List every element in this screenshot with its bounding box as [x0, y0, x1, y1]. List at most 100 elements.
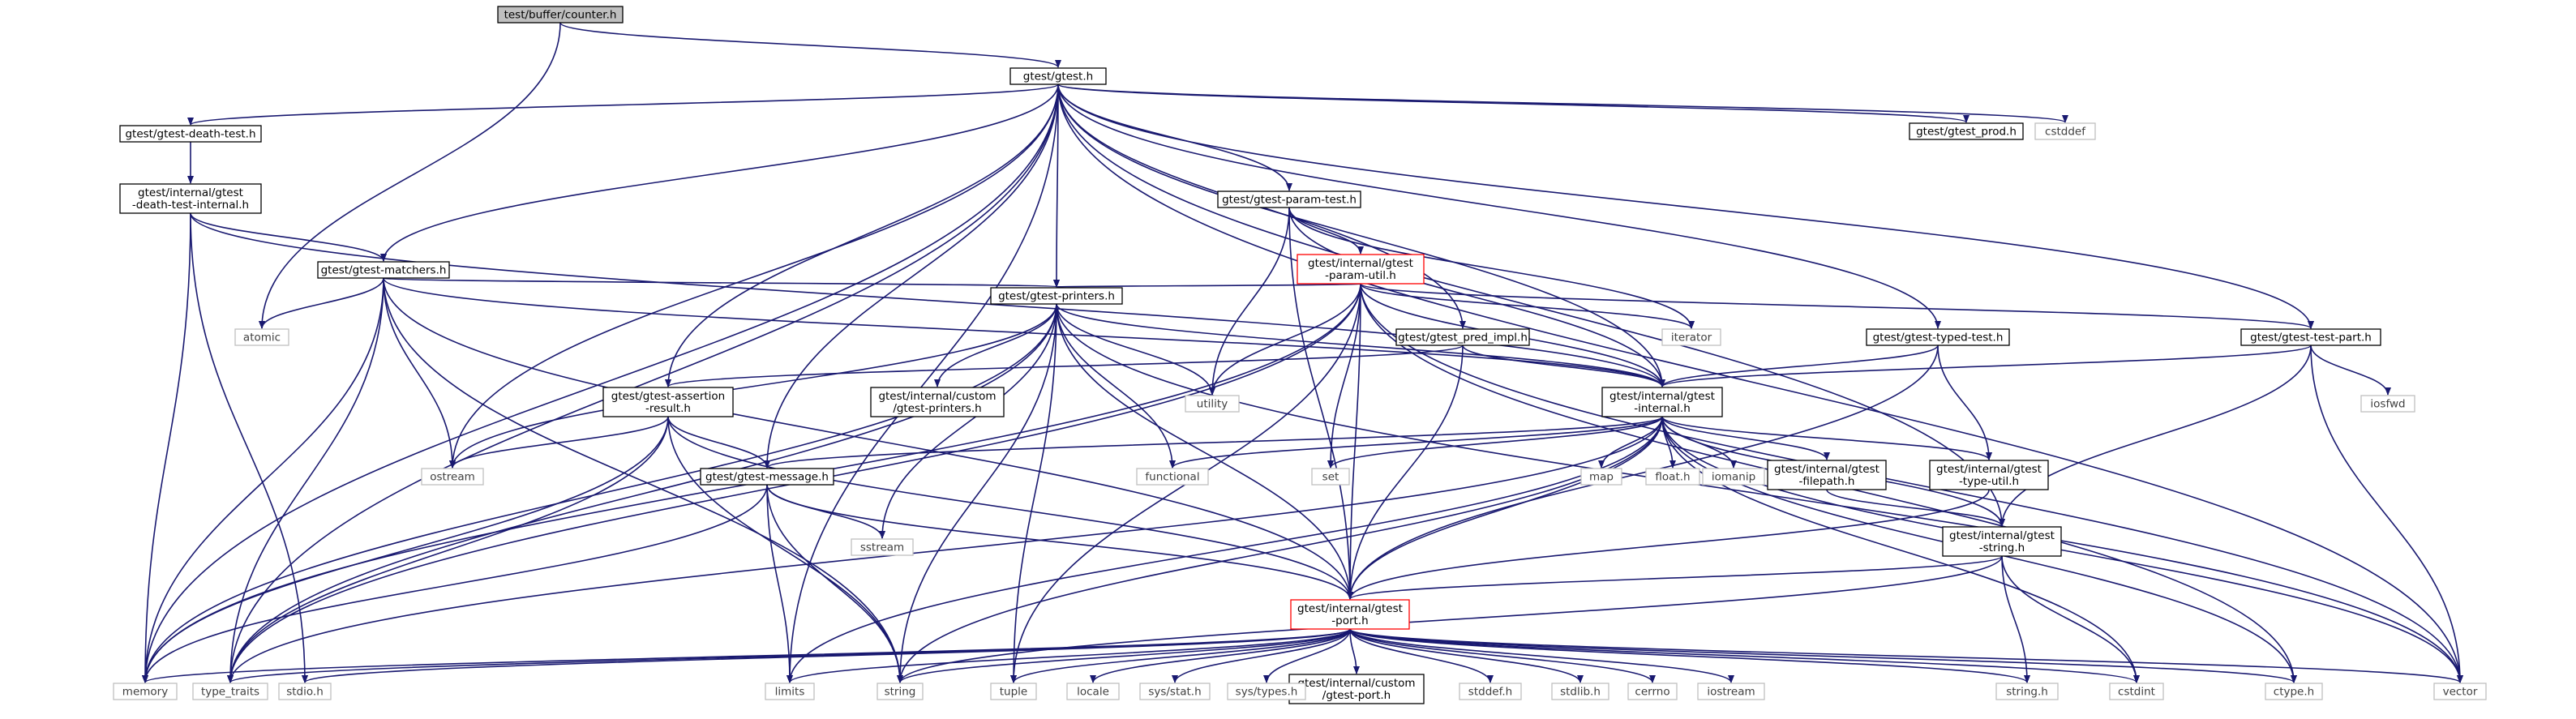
node-matchers[interactable]: gtest/gtest-matchers.h [317, 261, 450, 279]
node-map[interactable]: map [1580, 468, 1622, 486]
node-box [192, 683, 268, 700]
node-functional[interactable]: functional [1136, 468, 1209, 486]
node-stdlib-h[interactable]: stdlib.h [1551, 683, 1609, 700]
node-port[interactable]: gtest/internal/gtest-port.h [1290, 599, 1410, 630]
node-test-part[interactable]: gtest/gtest-test-part.h [2240, 328, 2381, 346]
node-box [1009, 67, 1107, 85]
node-string-h[interactable]: string.h [1995, 683, 2059, 700]
node-label: locale [1077, 686, 1109, 699]
node-box [1290, 599, 1410, 630]
node-label: float.h [1655, 471, 1690, 484]
edge-pred-impl-to-port [1347, 345, 1464, 600]
node-custom-printers[interactable]: gtest/internal/custom/gtest-printers.h [870, 387, 1005, 417]
edge-printers-to-sstream [879, 303, 1057, 539]
node-box [497, 6, 624, 24]
node-locale[interactable]: locale [1066, 683, 1120, 700]
edge-gtest-to-ostream [449, 83, 1059, 469]
node-gtest-prod[interactable]: gtest/gtest_prod.h [1909, 122, 2024, 140]
node-death-test[interactable]: gtest/gtest-death-test.h [119, 125, 262, 143]
node-type-traits[interactable]: type_traits [192, 683, 268, 700]
node-iosfwd[interactable]: iosfwd [2360, 395, 2415, 413]
node-label: gtest/gtest-matchers.h [321, 264, 447, 277]
node-param-test[interactable]: gtest/gtest-param-test.h [1217, 190, 1361, 208]
node-box [2360, 395, 2415, 413]
node-box [1551, 683, 1609, 700]
edge-port-to-stdlib-h [1349, 628, 1584, 683]
node-box [2034, 122, 2096, 140]
node-ostream[interactable]: ostream [421, 468, 484, 486]
node-float-h[interactable]: float.h [1645, 468, 1700, 486]
edge-printers-to-memory [142, 303, 1057, 683]
node-internal[interactable]: gtest/internal/gtest-internal.h [1601, 387, 1723, 417]
edge-printers-to-functional [1056, 303, 1176, 469]
node-stddef-h[interactable]: stddef.h [1459, 683, 1522, 700]
node-iostream[interactable]: iostream [1697, 683, 1765, 700]
node-label: type_traits [201, 686, 259, 699]
edge-death-test-internal-to-matchers [190, 212, 387, 262]
node-param-util[interactable]: gtest/internal/gtest-param-util.h [1297, 254, 1425, 285]
edge-test-part-to-vector [2310, 345, 2463, 683]
node-label: gtest/gtest-test-part.h [2250, 332, 2372, 345]
node-label: -death-test-internal.h [132, 199, 249, 212]
node-label: gtest/gtest-assertion [611, 390, 725, 403]
node-cstddef[interactable]: cstddef [2034, 122, 2096, 140]
node-limits[interactable]: limits [765, 683, 815, 700]
node-label: gtest/internal/gtest [1297, 602, 1403, 615]
node-label: gtest/gtest-param-test.h [1222, 194, 1357, 207]
node-iomanip[interactable]: iomanip [1702, 468, 1765, 486]
node-label: gtest/internal/custom [878, 390, 996, 403]
node-sys-stat[interactable]: sys/stat.h [1139, 683, 1211, 700]
node-death-test-internal[interactable]: gtest/internal/gtest-death-test-internal… [119, 183, 262, 214]
edge-printers-to-tuple [1010, 303, 1057, 683]
node-label: memory [122, 686, 168, 699]
node-label: iterator [1671, 332, 1712, 345]
edge-param-test-to-internal [1288, 207, 1665, 387]
nodes-layer: test/buffer/counter.hgtest/gtest.hgtest/… [113, 6, 2487, 704]
node-memory[interactable]: memory [113, 683, 178, 700]
edge-port-to-string-h [1349, 628, 2030, 683]
node-filepath[interactable]: gtest/internal/gtest-filepath.h [1767, 460, 1887, 490]
edge-printers-to-internal [1056, 303, 1665, 387]
node-label: vector [2443, 686, 2478, 699]
node-typed-test[interactable]: gtest/gtest-typed-test.h [1866, 328, 2010, 346]
node-gtest[interactable]: gtest/gtest.h [1009, 67, 1107, 85]
node-label: gtest/internal/gtest [1936, 463, 2042, 476]
node-tuple[interactable]: tuple [990, 683, 1037, 700]
node-custom-port[interactable]: gtest/internal/custom/gtest-port.h [1288, 674, 1425, 704]
node-string-h-gt[interactable]: gtest/internal/gtest-string.h [1942, 526, 2062, 557]
edge-gtest-to-memory [142, 83, 1059, 683]
node-label: iomanip [1712, 471, 1755, 484]
node-sstream[interactable]: sstream [851, 538, 914, 556]
node-set[interactable]: set [1311, 468, 1350, 486]
node-label: gtest/gtest_pred_impl.h [1398, 332, 1528, 345]
edge-internal-to-type-util [1661, 416, 1992, 460]
edge-gtest-to-death-test [187, 83, 1059, 126]
node-sys-types[interactable]: sys/types.h [1227, 683, 1306, 700]
node-ctype-h[interactable]: ctype.h [2265, 683, 2323, 700]
node-pred-impl[interactable]: gtest/gtest_pred_impl.h [1395, 328, 1530, 346]
edge-typed-test-to-internal [1659, 345, 1939, 387]
node-cstdint[interactable]: cstdint [2109, 683, 2164, 700]
node-cerrno[interactable]: cerrno [1627, 683, 1678, 700]
node-printers[interactable]: gtest/gtest-printers.h [990, 287, 1123, 305]
edge-port-to-memory [142, 628, 1351, 683]
node-utility[interactable]: utility [1185, 395, 1240, 413]
edge-assertion-result-to-port [667, 416, 1353, 600]
node-box [870, 387, 1005, 417]
edge-port-to-string [897, 628, 1351, 683]
edge-param-util-to-utility [1209, 283, 1361, 396]
node-label: gtest/internal/gtest [1609, 390, 1715, 403]
node-message[interactable]: gtest/gtest-message.h [700, 468, 834, 486]
node-label: map [1589, 471, 1614, 484]
node-atomic[interactable]: atomic [234, 328, 289, 346]
node-label: -result.h [645, 402, 691, 415]
node-assertion-result[interactable]: gtest/gtest-assertion-result.h [602, 387, 734, 417]
node-iterator[interactable]: iterator [1661, 328, 1721, 346]
node-box [1288, 674, 1425, 704]
node-type-util[interactable]: gtest/internal/gtest-type-util.h [1929, 460, 2049, 490]
node-string[interactable]: string [877, 683, 924, 700]
edge-message-to-string [766, 484, 903, 683]
edge-gtest-to-cstddef [1057, 83, 2068, 123]
node-vector[interactable]: vector [2433, 683, 2487, 700]
node-stdio-h[interactable]: stdio.h [278, 683, 332, 700]
